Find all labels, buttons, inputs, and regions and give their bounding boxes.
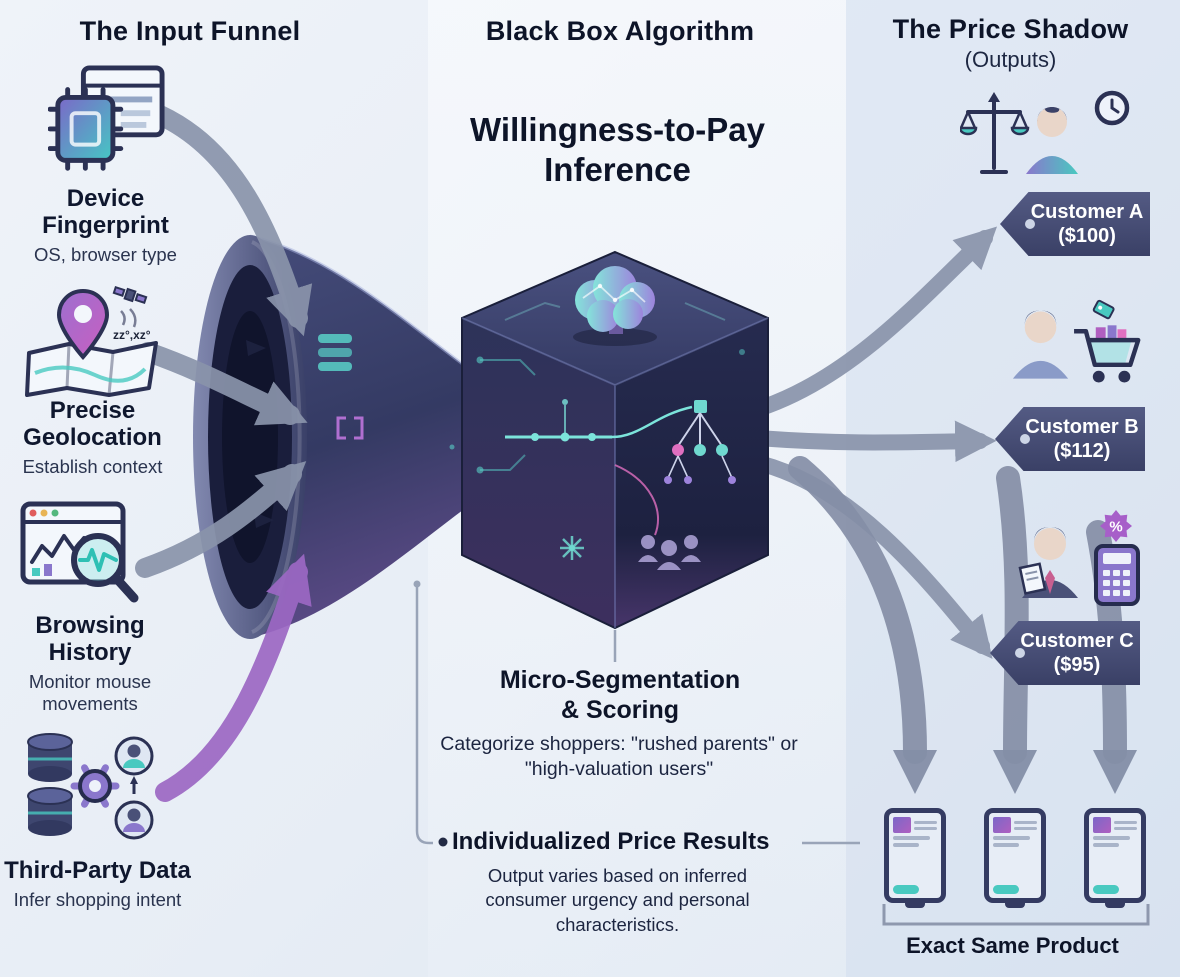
results-connector-left — [415, 586, 433, 845]
right-column-title: The Price Shadow — [892, 14, 1129, 44]
scales-woman-clock-icon — [960, 90, 1130, 174]
shopper-avatar — [1012, 310, 1069, 379]
connector-lines — [415, 586, 860, 845]
wtp-heading: Willingness-to-Pay Inference — [470, 111, 765, 188]
tablet-stand — [1105, 903, 1125, 908]
product-tablet-3 — [1084, 808, 1146, 908]
calculator-icon — [1094, 544, 1140, 606]
item-label: Device Fingerprint — [42, 185, 169, 239]
input-arrows — [135, 105, 313, 802]
left-column-title: The Input Funnel — [79, 16, 301, 46]
item-sub: Establish context — [22, 455, 163, 477]
percent-label: % — [1109, 519, 1122, 536]
third-party-data-icon — [27, 733, 154, 840]
individualized-results-title: Individualized Price Results — [452, 828, 770, 855]
buyer-calculator-percent-icon: % — [1018, 510, 1140, 606]
tablet-screen — [1089, 813, 1141, 898]
buy-button-pill — [993, 885, 1019, 894]
customer-a-price-tag: Customer A ($100) — [1000, 192, 1150, 256]
customer-c-price-tag: Customer C ($95) — [990, 621, 1140, 685]
product-image-block — [993, 817, 1011, 833]
results-bullet — [438, 837, 448, 847]
clock-icon — [1094, 90, 1130, 126]
input-item-browsing: Browsing History Monitor mouse movements — [0, 612, 180, 714]
circuit-left-face — [476, 356, 612, 560]
center-column-title: Black Box Algorithm — [485, 16, 755, 46]
input-arrow-geo — [138, 342, 308, 426]
tag-hole — [1020, 434, 1030, 444]
tablet-stand — [1005, 903, 1025, 908]
cart-icon — [1074, 325, 1141, 383]
database-icon — [27, 733, 73, 836]
input-item-geolocation: Precise Geolocation Establish context — [0, 397, 185, 478]
percent-badge-icon: % — [1100, 510, 1132, 542]
buy-button-pill — [893, 885, 919, 894]
magnifier-icon — [71, 533, 125, 587]
woman-avatar — [1026, 107, 1078, 174]
right-column-subtitle: (Outputs) — [964, 47, 1057, 73]
output-arrow-customer-a — [747, 226, 998, 418]
customer-price: ($95) — [1053, 654, 1101, 676]
buy-button-pill — [1093, 885, 1119, 894]
product-image-block — [1093, 817, 1111, 833]
product-tablet-2 — [984, 808, 1046, 908]
input-arrow-thirdparty — [155, 553, 312, 802]
input-item-thirdparty: Third-Party Data Infer shopping intent — [0, 857, 195, 911]
gear-icon — [70, 764, 120, 808]
shopper-cart-icon — [1012, 299, 1141, 383]
tablet-screen — [989, 813, 1041, 898]
output-arrows — [747, 226, 998, 659]
customer-price: ($100) — [1058, 225, 1116, 247]
product-text-lines — [1114, 817, 1137, 833]
brain-icon — [573, 266, 657, 346]
black-box-cube — [461, 250, 769, 630]
product-text-lines — [1014, 817, 1037, 833]
same-product-bracket — [882, 904, 1150, 926]
item-sub: OS, browser type — [34, 243, 177, 265]
item-label: Precise Geolocation — [23, 397, 162, 451]
micro-segmentation-title: Micro-Segmentation & Scoring — [499, 666, 741, 724]
circuit-right-face — [611, 349, 745, 570]
connector-dot — [413, 580, 421, 588]
tablet-stand — [905, 903, 925, 908]
customer-price: ($112) — [1053, 440, 1111, 462]
input-item-device: Device Fingerprint OS, browser type — [8, 185, 203, 266]
product-text-lines — [914, 817, 937, 833]
price-tag-icon — [1092, 299, 1115, 320]
customer-name: Customer A — [1030, 200, 1144, 223]
coords-label: zz°,xz° — [113, 328, 151, 342]
geolocation-icon: zz°,xz° — [25, 285, 158, 397]
user-avatars — [114, 736, 154, 840]
browsing-history-icon — [20, 501, 139, 603]
product-tablet-1 — [884, 808, 946, 908]
satellite-icon — [112, 285, 148, 305]
device-fingerprint-icon — [48, 65, 165, 171]
right-column-header: The Price Shadow (Outputs) — [858, 14, 1163, 73]
item-sub: Infer shopping intent — [13, 888, 182, 910]
item-label: Browsing History — [35, 612, 145, 666]
people-glyph — [638, 535, 701, 570]
output-arrow-customer-b — [750, 420, 997, 463]
input-arrow-browsing — [135, 461, 307, 578]
input-arrow-device — [150, 105, 313, 337]
tag-hole — [1025, 219, 1035, 229]
item-label: Third-Party Data — [4, 857, 191, 884]
micro-segmentation-body: Categorize shoppers: "rushed parents" or… — [440, 733, 798, 781]
individualized-results-body: Output varies based on inferred consumer… — [485, 865, 750, 935]
tablet-screen — [889, 813, 941, 898]
tag-hole — [1015, 648, 1025, 658]
customer-name: Customer B — [1025, 415, 1139, 438]
customer-b-price-tag: Customer B ($112) — [995, 407, 1145, 471]
document-icon — [1018, 562, 1047, 595]
customer-name: Customer C — [1020, 629, 1134, 652]
product-image-block — [893, 817, 911, 833]
exact-same-product-label: Exact Same Product — [906, 933, 1119, 958]
scales-icon — [960, 98, 1029, 174]
item-sub: Monitor mouse movements — [28, 670, 152, 714]
